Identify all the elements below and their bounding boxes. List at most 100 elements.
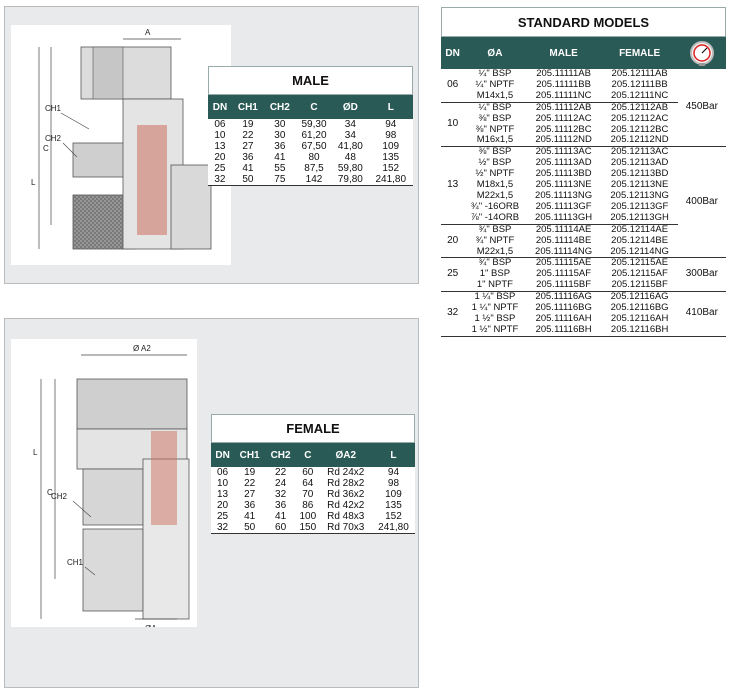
table-cell: 59,30	[301, 119, 327, 130]
table-cell: 22	[244, 478, 256, 489]
table-cell: 86	[302, 500, 314, 511]
table-cell: 32	[275, 489, 287, 500]
table-cell: 109	[385, 489, 402, 500]
table-cell: 19	[244, 467, 256, 478]
table-cell: 80	[308, 152, 320, 163]
thread-cell: 1" BSP	[479, 268, 511, 280]
thread-cell: ½" BSP	[478, 157, 512, 169]
table-cell: 64	[302, 478, 314, 489]
male-code-cell: 205.11111AB	[536, 68, 591, 79]
female-code-cell: 205.12111BB	[611, 78, 668, 90]
thread-cell: ¾" BSP	[478, 223, 512, 235]
thread-cell: ¾" BSP	[478, 257, 512, 269]
female-code-cell: 205.12115BF	[601, 279, 678, 293]
male-code-cell: 205.11115BF	[525, 279, 602, 293]
table-cell: 70	[302, 489, 314, 500]
male-code-cell: 205.11116BG	[535, 302, 592, 314]
table-cell: 41	[244, 511, 256, 522]
female-code-cell: 205.12116AG	[610, 291, 669, 303]
female-dim-l-label: L	[33, 448, 38, 457]
male-drawing: A L C CH1 CH2	[11, 25, 231, 265]
thread-cell: ⅜" BSP	[478, 146, 512, 158]
table-cell: 98	[387, 478, 400, 489]
table-cell: 10	[214, 130, 226, 141]
female-code-cell: 205.12112AC	[610, 112, 669, 124]
table-cell: 27	[244, 489, 256, 500]
table-cell: 50	[234, 522, 266, 534]
table-cell: 55	[274, 163, 286, 174]
table-cell: 152	[385, 511, 402, 522]
table-cell: 19	[242, 119, 254, 130]
ch1-label: CH1	[45, 104, 62, 113]
thread-cell: M22x1,5	[464, 246, 526, 259]
male-code-cell: 205.11111BB	[536, 78, 591, 90]
dn-cell: 13	[441, 146, 465, 225]
table-cell: 34	[344, 130, 356, 141]
table-cell: 94	[385, 119, 397, 130]
male-title: MALE	[208, 66, 413, 95]
male-code-cell: 205.11116AH	[535, 312, 592, 324]
table-cell: 24	[275, 478, 287, 489]
table-cell: 36	[274, 141, 286, 152]
female-code-cell: 205.12112BC	[610, 123, 669, 135]
std-header-dn: DN	[441, 37, 465, 69]
male-header-2: CH2	[263, 95, 296, 119]
thread-cell: ⅜" NPTF	[475, 123, 515, 135]
table-cell: 41,80	[337, 141, 363, 152]
female-code-cell: 205.12113AD	[610, 157, 669, 169]
table-cell: 142	[295, 174, 333, 186]
table-cell: 67,50	[301, 141, 327, 152]
male-code-cell: 205.11113NE	[535, 179, 592, 191]
table-cell: 241,80	[368, 174, 413, 186]
table-cell: 61,20	[301, 130, 327, 141]
table-cell: 36	[244, 500, 256, 511]
table-cell: 27	[242, 141, 254, 152]
thread-cell: 1 ¼" NPTF	[471, 302, 519, 314]
pressure-cell: 400Bar	[677, 146, 726, 259]
table-cell: 06	[214, 119, 226, 130]
male-code-cell: 205.11113NG	[535, 189, 593, 201]
dim-a-label: A	[145, 28, 151, 37]
pressure-cell: 410Bar	[677, 291, 726, 337]
thread-cell: ¼" NPTF	[475, 78, 515, 90]
male-code-cell: 205.11111NC	[525, 90, 602, 103]
dn-cell: 25	[441, 257, 465, 293]
male-code-cell: 205.11113BD	[535, 168, 592, 180]
female-header-4: ØA2	[319, 443, 372, 467]
table-cell: 10	[217, 478, 229, 489]
table-cell: 20	[217, 500, 229, 511]
table-cell: 25	[214, 163, 226, 174]
thread-cell: ¼" BSP	[478, 68, 512, 79]
male-code-cell: 205.11113AD	[535, 157, 592, 169]
female-header-0: DN	[211, 443, 235, 467]
female-panel: Ø A2 L C CH2 CH1 ØA FEMALE DNCH1CH2CØA2L…	[4, 318, 419, 688]
dn-cell: 32	[441, 291, 465, 337]
std-header-oa: ØA	[464, 37, 526, 69]
male-code-cell: 205.11114NG	[525, 246, 602, 259]
thread-cell: 1 ¼" BSP	[474, 291, 516, 303]
table-cell: Rd 42x2	[327, 500, 365, 511]
table-cell: 50	[231, 174, 264, 186]
standard-title: STANDARD MODELS	[441, 7, 726, 37]
table-cell: 41	[275, 511, 287, 522]
table-cell: 13	[214, 141, 226, 152]
male-code-cell: 205.11114AE	[535, 223, 592, 235]
thread-cell: ½" NPTF	[475, 168, 515, 180]
female-code-cell: 205.12113GH	[601, 212, 678, 225]
male-code-cell: 205.11112ND	[525, 134, 602, 148]
